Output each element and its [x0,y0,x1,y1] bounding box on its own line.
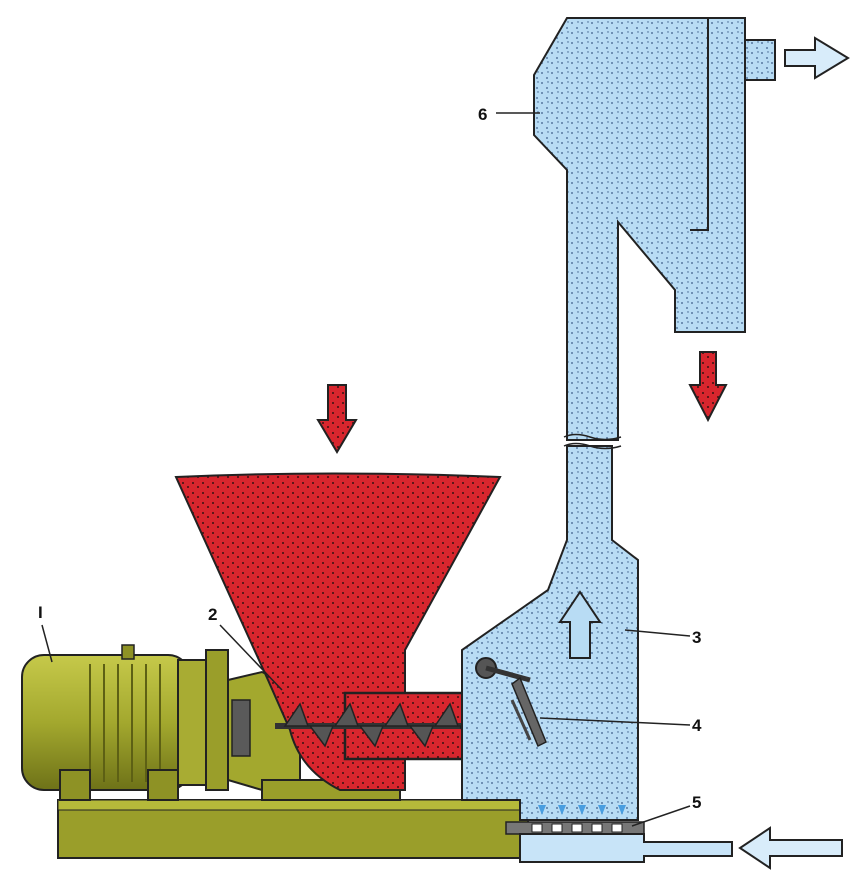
separator-partition [690,18,709,231]
air-up-arrow-icon [558,590,602,659]
drying-pipe-upper [533,17,746,441]
electric-motor [21,644,229,801]
product-out-arrow-icon [688,351,728,423]
drying-chamber [461,445,639,821]
label-motor: I [38,603,43,622]
screw-feeder [275,691,485,761]
distribution-grate [505,805,645,835]
air-in-arrow-icon [738,826,843,870]
air-out-arrow-icon [784,36,850,80]
pipe-break-mark [563,433,622,450]
air-outlet-pipe [744,39,776,81]
leader-lines [41,112,691,827]
control-flap [475,657,547,748]
label-control-flap: 4 [692,716,702,735]
label-separator: 6 [478,105,487,124]
label-distribution-grate: 5 [692,793,701,812]
label-drying-chamber: 3 [692,628,701,647]
feed-hopper [174,472,502,791]
label-screw-feeder: 2 [208,605,217,624]
air-inlet-duct [519,833,733,863]
feed-arrow-icon [316,384,358,454]
base-frame [57,799,529,859]
